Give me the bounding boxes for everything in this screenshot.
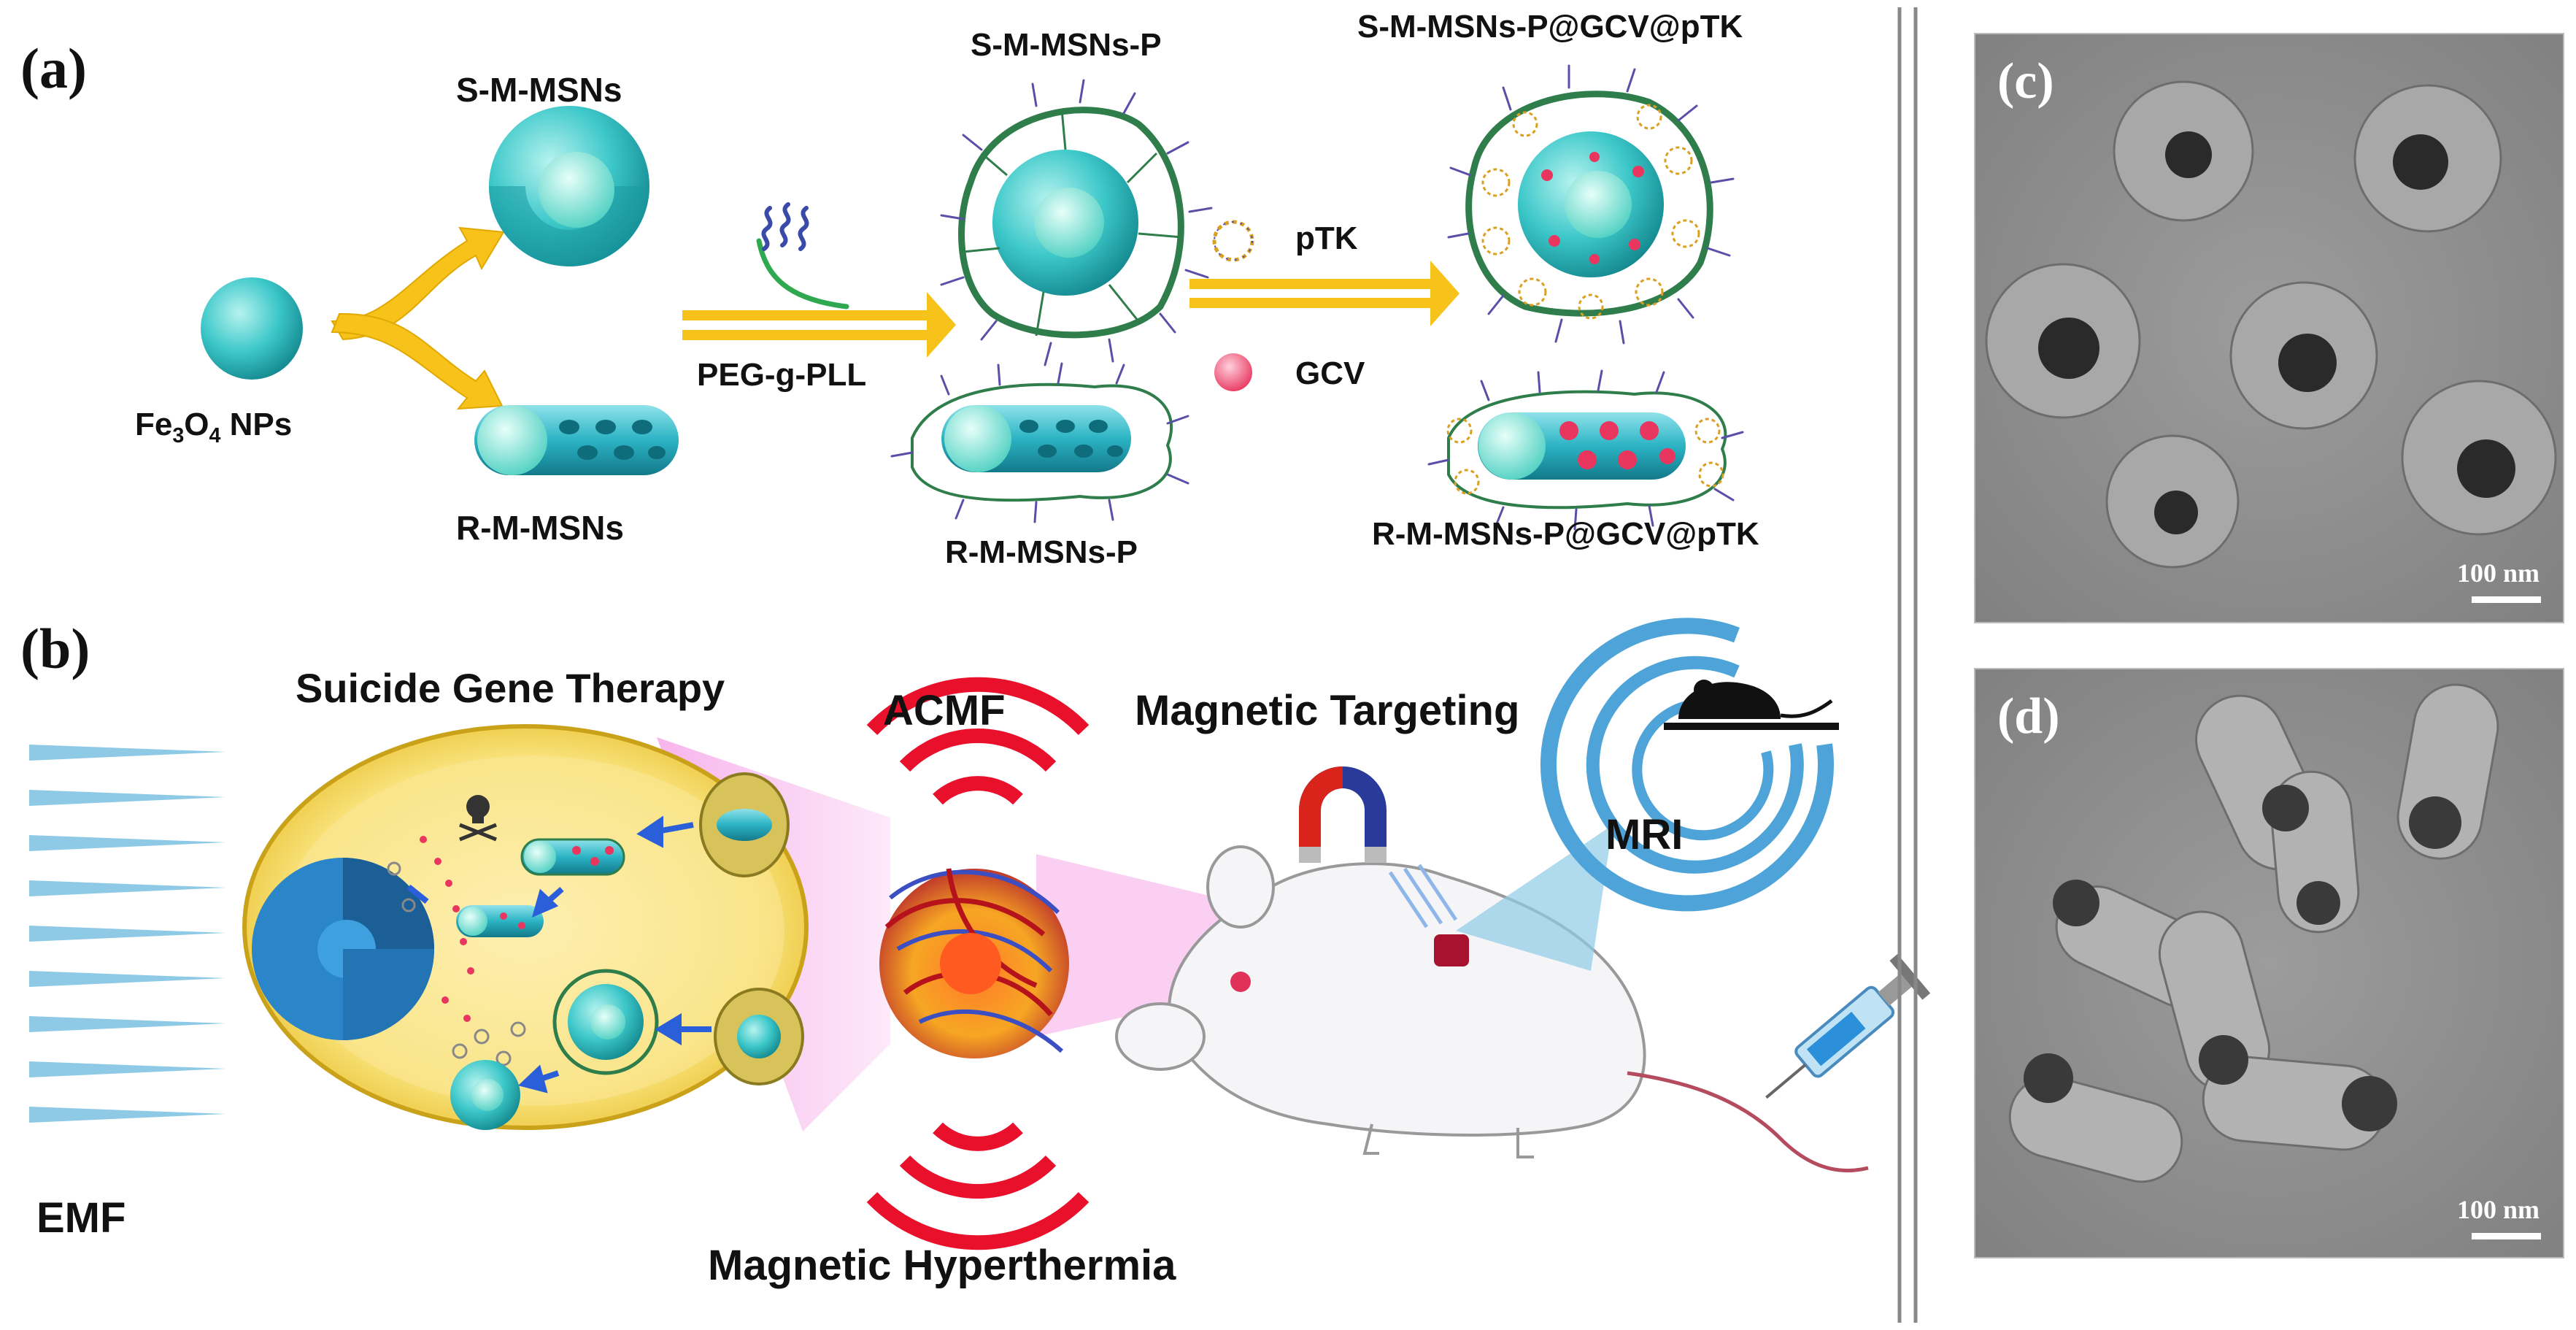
ptk-label: pTK bbox=[1295, 220, 1358, 256]
fe3o4-sub1: 3 bbox=[172, 424, 185, 447]
endosome-sphere bbox=[714, 988, 804, 1085]
peg-g-pll-label: PEG-g-PLL bbox=[697, 357, 867, 393]
tem-d-particles bbox=[1975, 669, 2563, 1257]
panel-b-schematic bbox=[29, 618, 1931, 1250]
gcv-drug-icon bbox=[1214, 353, 1252, 391]
tumor-tissue bbox=[879, 868, 1069, 1058]
endosome-rod bbox=[699, 772, 790, 877]
rod-released bbox=[456, 905, 544, 937]
s-m-msns-label: S-M-MSNs bbox=[456, 71, 622, 109]
cell-nucleus bbox=[252, 858, 434, 1040]
mouse bbox=[1115, 845, 1869, 1173]
panel-d-scale-label: 100 nm bbox=[2457, 1195, 2540, 1224]
split-arrow bbox=[331, 226, 505, 410]
acmf-field-waves bbox=[866, 677, 1090, 1250]
s-final-label: S-M-MSNs-P@GCV@pTK bbox=[1357, 9, 1743, 45]
magnet-icon bbox=[1299, 766, 1458, 929]
r-m-msns-p-label: R-M-MSNs-P bbox=[945, 534, 1138, 570]
mri-label: MRI bbox=[1605, 811, 1684, 858]
tem-image-c: (c) 100 nm bbox=[1974, 33, 2564, 623]
panel-a-letter: (a) bbox=[20, 36, 87, 100]
mri-beam bbox=[1456, 825, 1613, 971]
loading-arrow bbox=[1189, 261, 1459, 326]
coating-arrow bbox=[682, 292, 956, 358]
fe3o4-nanoparticle bbox=[201, 277, 303, 380]
peg-g-pll-polymer-icon bbox=[756, 202, 849, 310]
panel-c-letter: (c) bbox=[1997, 53, 2054, 109]
skull-icon bbox=[459, 795, 497, 842]
suicide-gene-therapy-label: Suicide Gene Therapy bbox=[296, 665, 725, 711]
syringe-icon bbox=[1765, 954, 1931, 1099]
acmf-label: ACMF bbox=[883, 687, 1006, 734]
s-m-msns-p-particle bbox=[940, 79, 1213, 366]
s-final-particle bbox=[1447, 64, 1735, 345]
magnetic-hyperthermia-label: Magnetic Hyperthermia bbox=[708, 1242, 1176, 1289]
cancer-cell bbox=[242, 724, 809, 1130]
emf-field-bars bbox=[29, 745, 226, 1123]
gcv-label: GCV bbox=[1295, 355, 1365, 391]
fe3o4-suffix: NPs bbox=[220, 407, 293, 442]
emf-label: EMF bbox=[36, 1194, 126, 1242]
mri-scanner-icon bbox=[1540, 618, 1839, 912]
rod-in-cell bbox=[520, 838, 625, 876]
r-final-particle bbox=[1427, 369, 1744, 531]
fe3o4-sub2: 4 bbox=[209, 424, 221, 447]
panel-d-letter: (d) bbox=[1997, 688, 2060, 745]
fe3o4-mid: O bbox=[184, 407, 209, 442]
s-m-msns-p-label: S-M-MSNs-P bbox=[971, 27, 1162, 63]
fe3o4-prefix: Fe bbox=[135, 407, 173, 442]
r-m-msns-p-particle bbox=[890, 362, 1189, 523]
sphere-released bbox=[450, 1060, 520, 1130]
tem-c-particles bbox=[1975, 34, 2563, 622]
sphere-in-cell bbox=[552, 969, 659, 1075]
panel-divider bbox=[1897, 7, 1918, 1323]
s-m-msns-particle bbox=[489, 106, 649, 266]
ptk-plasmid-icon bbox=[1212, 220, 1254, 262]
panel-b-letter: (b) bbox=[20, 617, 90, 680]
r-final-label: R-M-MSNs-P@GCV@pTK bbox=[1372, 516, 1759, 552]
tem-image-d: (d) 100 nm bbox=[1974, 668, 2564, 1258]
panel-a-schematic bbox=[201, 64, 1744, 531]
r-m-msns-label: R-M-MSNs bbox=[456, 509, 624, 547]
panel-c-scale-label: 100 nm bbox=[2457, 558, 2540, 588]
r-m-msns-particle bbox=[474, 405, 679, 475]
fe3o4-label: Fe3O4 NPs bbox=[135, 409, 292, 447]
magnetic-targeting-label: Magnetic Targeting bbox=[1135, 687, 1520, 734]
